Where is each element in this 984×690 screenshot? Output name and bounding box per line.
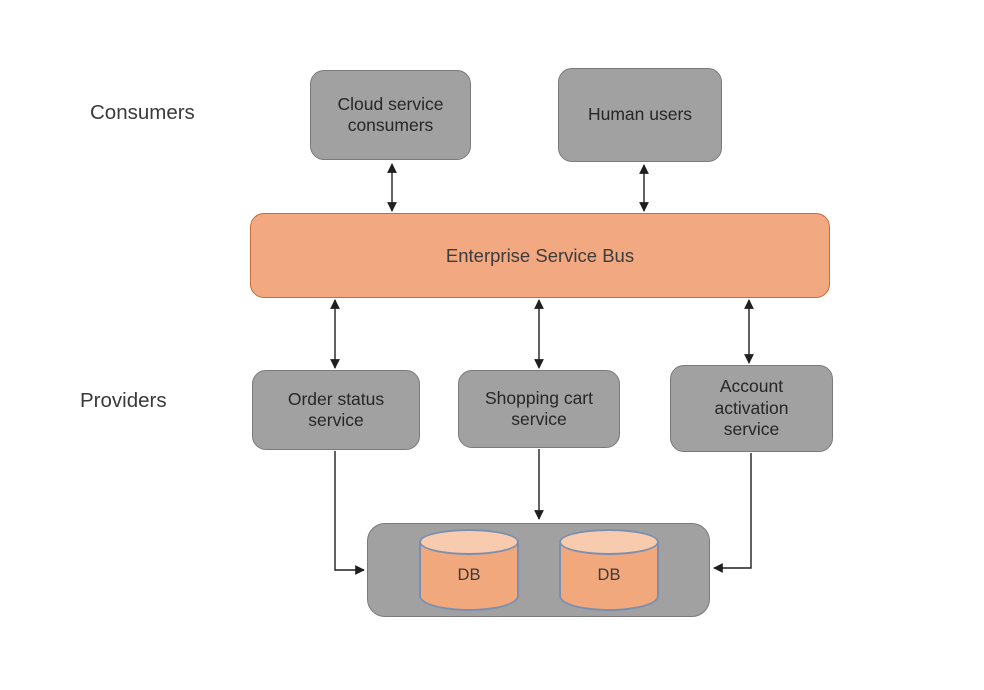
database-cylinder-2: DB	[559, 529, 659, 611]
database-label: DB	[457, 566, 481, 584]
database-cylinder-1: DB	[419, 529, 519, 611]
arrow-account-db	[713, 453, 752, 573]
order-status-service-box: Order status service	[252, 370, 420, 450]
database-container-box: DB DB	[367, 523, 710, 617]
shopping-cart-service-label: Shopping cart service	[485, 387, 593, 429]
cloud-service-consumers-box: Cloud service consumers	[310, 70, 471, 160]
order-status-service-label: Order status service	[287, 388, 385, 430]
account-activation-service-label: Account activation service	[714, 376, 789, 440]
human-users-box: Human users	[558, 68, 722, 162]
database-cylinder-top	[559, 529, 659, 555]
cloud-service-consumers-label: Cloud service consumers	[337, 93, 444, 135]
enterprise-service-bus-label: Enterprise Service Bus	[445, 244, 635, 266]
arrow-order-db	[334, 451, 365, 575]
database-cylinder-top	[419, 529, 519, 555]
consumers-section-label: Consumers	[90, 101, 195, 124]
database-label: DB	[597, 566, 621, 584]
shopping-cart-service-box: Shopping cart service	[458, 370, 620, 448]
enterprise-service-bus-box: Enterprise Service Bus	[250, 213, 830, 298]
human-users-label: Human users	[587, 104, 693, 125]
providers-section-label: Providers	[80, 389, 167, 412]
account-activation-service-box: Account activation service	[670, 365, 833, 452]
